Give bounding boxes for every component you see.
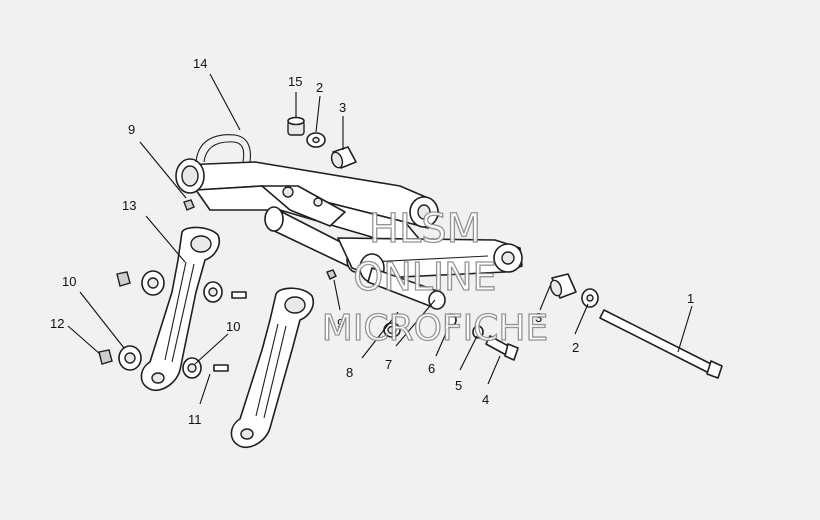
watermark-line-2: ONLINE <box>353 255 496 299</box>
callout-13: 13 <box>122 198 136 213</box>
leader-lines <box>67 73 693 405</box>
callout-12: 12 <box>50 316 64 331</box>
callout-8: 8 <box>346 365 353 380</box>
callout-10-left: 10 <box>62 274 76 289</box>
top-hardware <box>287 116 357 169</box>
callout-labels: 1 2 3 14 15 2 3 9 13 10 12 10 11 9 8 7 6… <box>50 56 694 427</box>
callout-2-right: 2 <box>572 340 579 355</box>
callout-15: 15 <box>288 74 302 89</box>
callout-5: 5 <box>455 378 462 393</box>
watermark-line-1: HLSM <box>369 206 481 252</box>
links <box>140 226 315 449</box>
callout-7: 7 <box>385 357 392 372</box>
callout-9-center: 9 <box>337 316 344 331</box>
callout-3-top: 3 <box>339 100 346 115</box>
callout-14: 14 <box>193 56 207 71</box>
callout-2-top: 2 <box>316 80 323 95</box>
callout-11: 11 <box>188 412 202 427</box>
callout-9-left: 9 <box>128 122 135 137</box>
watermark-line-3: MICROFICHE <box>322 308 548 349</box>
callout-3-right: 3 <box>535 310 542 325</box>
callout-10-right: 10 <box>226 319 240 334</box>
watermark: HLSM ONLINE MICROFICHE <box>321 205 549 349</box>
swing-arm <box>175 134 523 310</box>
right-hardware <box>326 269 723 379</box>
callout-4: 4 <box>482 392 489 407</box>
callout-6: 6 <box>428 361 435 376</box>
callout-1: 1 <box>687 291 694 306</box>
